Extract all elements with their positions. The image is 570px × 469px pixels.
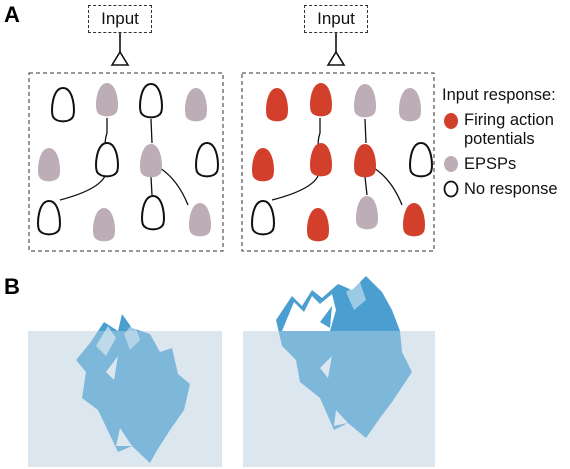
neuron-right-2-firing bbox=[310, 83, 332, 117]
neuron-right-7-firing bbox=[354, 144, 376, 178]
panel-label-b: B bbox=[4, 274, 20, 299]
neuron-left-10-epsp bbox=[93, 208, 115, 242]
legend-marker-no-response bbox=[443, 180, 459, 198]
connections-right bbox=[271, 118, 403, 206]
neuron-right-11-epsp bbox=[356, 196, 378, 230]
input-box-right: Input bbox=[304, 5, 368, 33]
iceberg-left bbox=[76, 314, 190, 463]
neuron-left-3-none bbox=[139, 82, 163, 119]
network-box-right bbox=[241, 72, 435, 252]
neuron-right-6-firing bbox=[310, 143, 332, 177]
neuron-left-9-none bbox=[37, 199, 61, 236]
neurons-right bbox=[251, 83, 433, 242]
legend-label-firing-line1: Firing action bbox=[464, 111, 554, 129]
neuron-right-4-epsp bbox=[399, 88, 421, 122]
panel-label-a: A bbox=[4, 2, 20, 27]
neuron-left-4-epsp bbox=[185, 88, 207, 122]
neuron-right-3-epsp bbox=[354, 84, 376, 118]
neuron-right-10-firing bbox=[307, 208, 329, 242]
water-overlay-right bbox=[243, 331, 435, 467]
neuron-left-8-none bbox=[195, 141, 219, 178]
legend-label-no-response: No response bbox=[464, 180, 558, 198]
neuron-left-11-none bbox=[141, 194, 165, 231]
neurons-left bbox=[37, 82, 219, 242]
iceberg-right bbox=[276, 276, 412, 438]
neuron-right-12-firing bbox=[403, 203, 425, 237]
network-box-left bbox=[28, 72, 224, 252]
legend-label-firing-line2: potentials bbox=[464, 130, 535, 148]
neuron-right-1-firing bbox=[266, 88, 288, 122]
neuron-left-12-epsp bbox=[189, 203, 211, 237]
neuron-left-5-epsp bbox=[38, 148, 60, 182]
legend-marker-epsp bbox=[444, 156, 458, 172]
neuron-left-7-epsp bbox=[140, 144, 162, 178]
input-connector-left bbox=[110, 33, 130, 66]
neuron-right-5-firing bbox=[252, 148, 274, 182]
input-box-left: Input bbox=[88, 5, 152, 33]
water-overlay-left bbox=[28, 331, 222, 467]
input-connector-right bbox=[326, 33, 346, 66]
legend-title: Input response: bbox=[442, 86, 556, 104]
legend-label-epsp: EPSPs bbox=[464, 155, 517, 173]
neuron-right-9-none bbox=[251, 199, 275, 236]
neuron-left-2-epsp bbox=[96, 83, 118, 117]
connections-left bbox=[59, 118, 189, 206]
neuron-left-1-none bbox=[51, 86, 75, 123]
legend-marker-firing bbox=[444, 113, 458, 129]
neuron-left-6-none bbox=[95, 141, 119, 178]
neuron-right-8-none bbox=[409, 141, 433, 178]
